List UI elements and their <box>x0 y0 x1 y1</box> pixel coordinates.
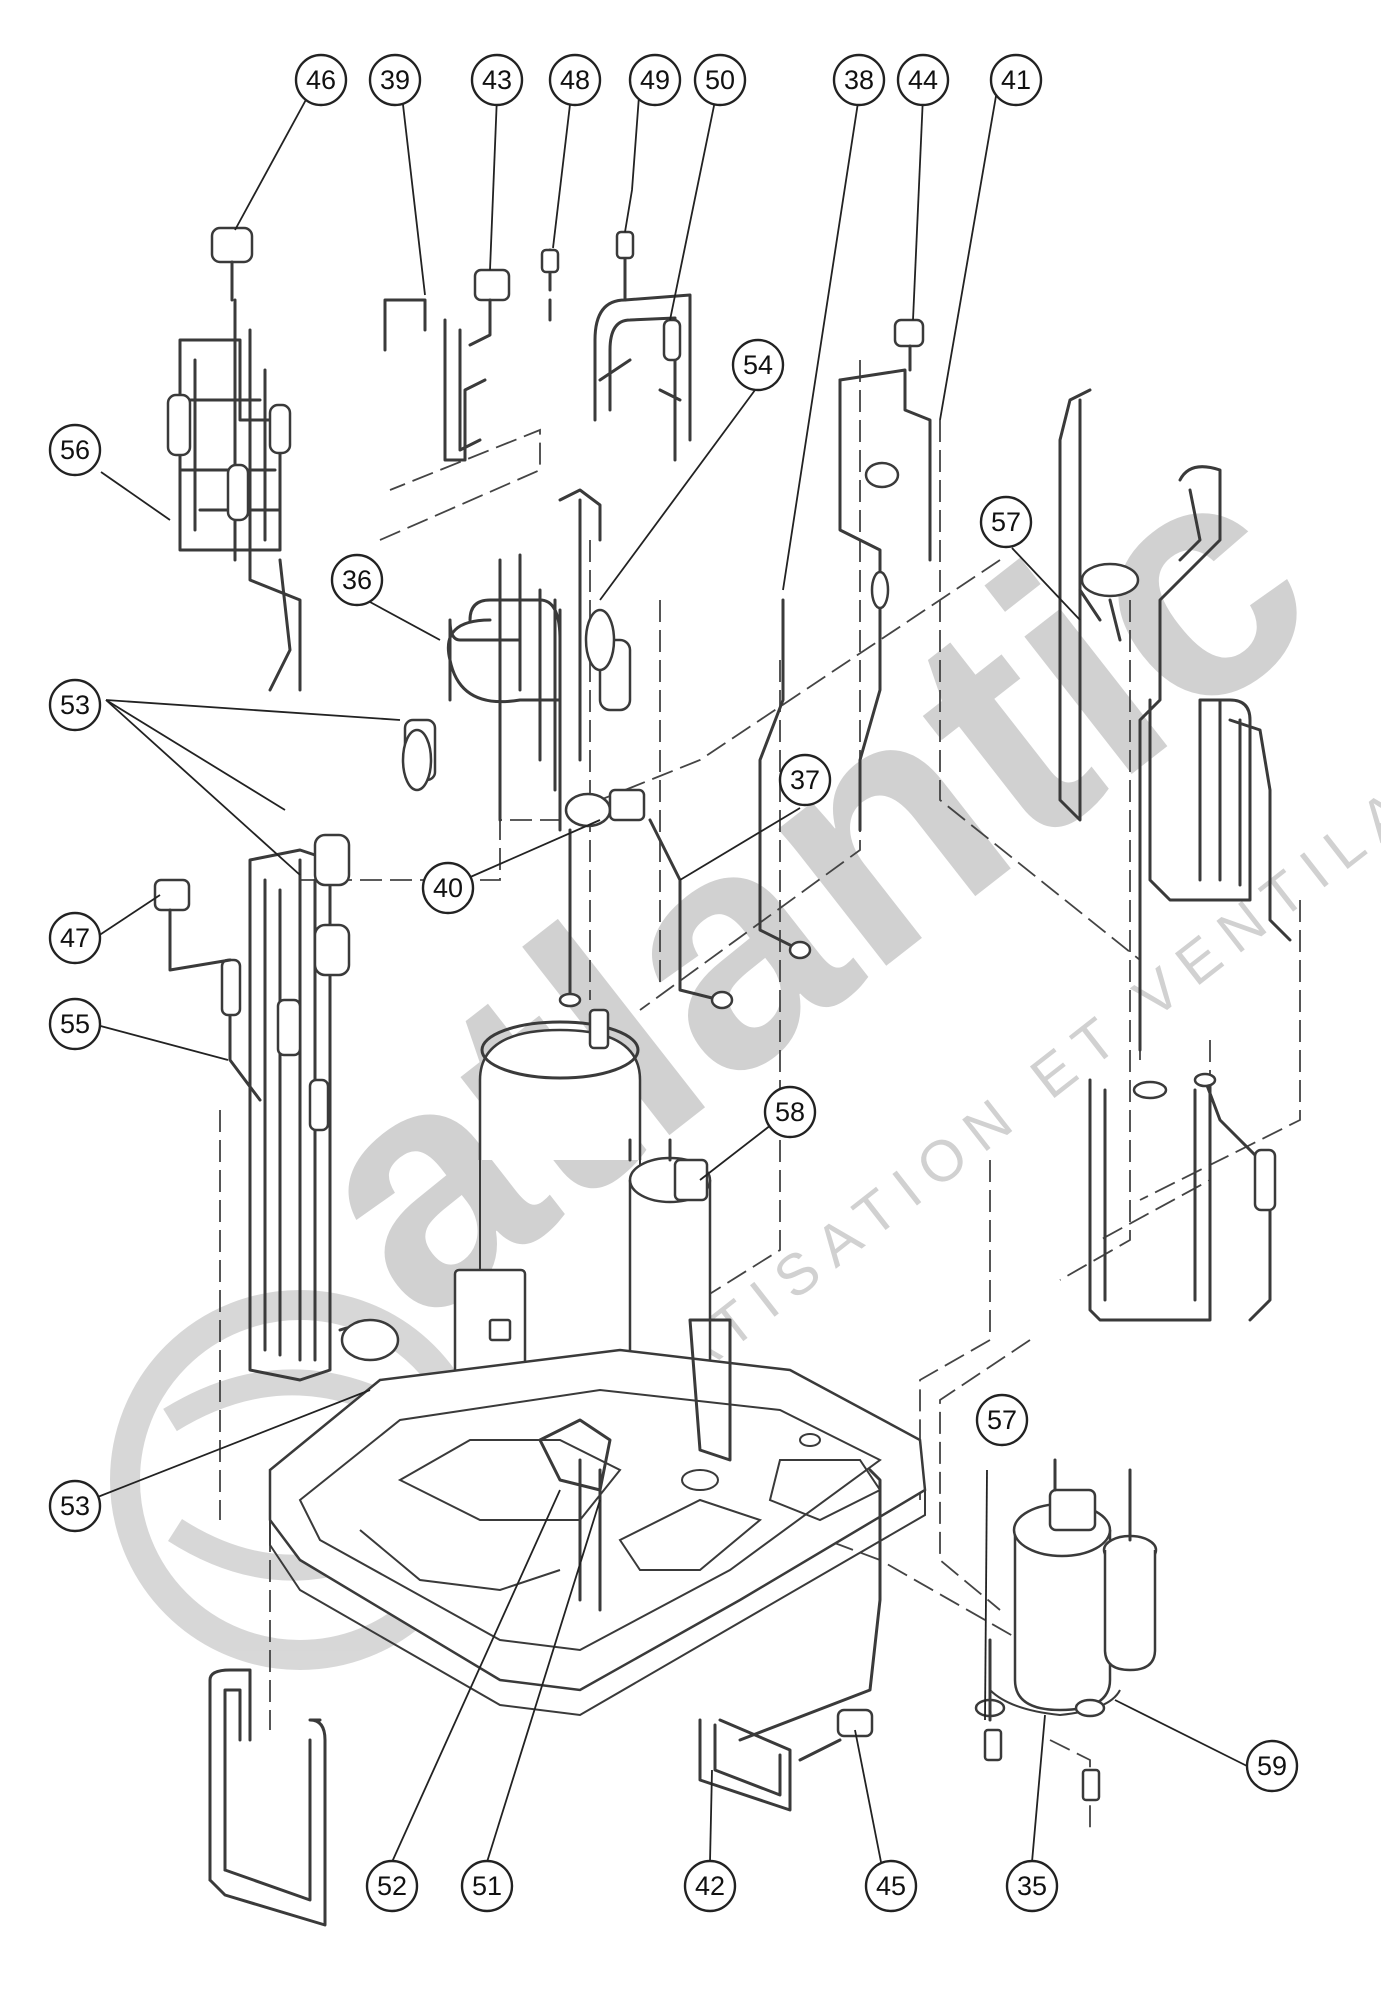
svg-text:48: 48 <box>560 65 590 95</box>
pipe-38 <box>758 598 812 960</box>
pipe-assembly-50 <box>593 293 692 462</box>
svg-text:58: 58 <box>775 1097 805 1127</box>
callouts: 46 39 43 48 49 50 38 44 41 54 56 57 36 5… <box>48 53 1299 1913</box>
callout-47: 47 <box>48 911 102 965</box>
callout-35: 35 <box>1005 1859 1059 1913</box>
accumulator-58 <box>628 1138 712 1402</box>
pipe-37 <box>648 818 734 1010</box>
svg-text:54: 54 <box>743 350 773 380</box>
svg-text:53: 53 <box>60 1491 90 1521</box>
callout-41: 41 <box>989 53 1043 107</box>
callout-57-bottom: 57 <box>975 1393 1029 1447</box>
pipe-clips <box>401 562 1140 792</box>
compressor-35 <box>974 1458 1158 1802</box>
svg-text:49: 49 <box>640 65 670 95</box>
callout-43: 43 <box>470 53 524 107</box>
callout-44: 44 <box>896 53 950 107</box>
svg-text:52: 52 <box>377 1871 407 1901</box>
pipe-assembly-41 <box>838 318 932 832</box>
svg-text:41: 41 <box>1001 65 1031 95</box>
compressor-center <box>453 1008 642 1382</box>
valve-parts-48-49 <box>540 230 635 322</box>
svg-text:40: 40 <box>433 873 463 903</box>
svg-text:45: 45 <box>876 1871 906 1901</box>
callout-42: 42 <box>683 1859 737 1913</box>
callout-48: 48 <box>548 53 602 107</box>
svg-text:57: 57 <box>987 1405 1017 1435</box>
callout-37: 37 <box>778 753 832 807</box>
callout-38: 38 <box>832 53 886 107</box>
callout-58: 58 <box>763 1085 817 1139</box>
pipe-assembly-42 <box>698 1468 882 1812</box>
callout-53-top: 53 <box>48 678 102 732</box>
svg-text:39: 39 <box>380 65 410 95</box>
svg-text:59: 59 <box>1257 1751 1287 1781</box>
svg-text:38: 38 <box>844 65 874 95</box>
svg-text:35: 35 <box>1017 1871 1047 1901</box>
svg-text:50: 50 <box>705 65 735 95</box>
callout-57-top: 57 <box>979 495 1033 549</box>
svg-text:57: 57 <box>991 507 1021 537</box>
callout-56: 56 <box>48 423 102 477</box>
callout-40: 40 <box>421 861 475 915</box>
callout-52: 52 <box>365 1859 419 1913</box>
pipe-assembly-56 <box>166 226 302 692</box>
svg-text:44: 44 <box>908 65 938 95</box>
svg-text:37: 37 <box>790 765 820 795</box>
svg-text:56: 56 <box>60 435 90 465</box>
svg-text:47: 47 <box>60 923 90 953</box>
callout-51: 51 <box>460 1859 514 1913</box>
assembly-guide-lines <box>219 360 1301 1830</box>
callout-53-bottom: 53 <box>48 1479 102 1533</box>
callout-46: 46 <box>294 53 348 107</box>
pipe-assembly-39 <box>383 268 511 462</box>
callout-50: 50 <box>693 53 747 107</box>
callout-59: 59 <box>1245 1739 1299 1793</box>
base-plate <box>268 1318 927 1717</box>
callout-39: 39 <box>368 53 422 107</box>
svg-text:51: 51 <box>472 1871 502 1901</box>
callout-54: 54 <box>731 338 785 392</box>
u-pipe-bottom-left <box>208 1668 327 1927</box>
pipe-assembly-55 <box>153 833 400 1382</box>
svg-text:55: 55 <box>60 1009 90 1039</box>
callout-49: 49 <box>628 53 682 107</box>
leader-lines <box>89 95 1248 1863</box>
callout-36: 36 <box>330 553 384 607</box>
svg-text:42: 42 <box>695 1871 725 1901</box>
pipe-assembly-right <box>1058 388 1292 1322</box>
svg-text:46: 46 <box>306 65 336 95</box>
callout-45: 45 <box>864 1859 918 1913</box>
svg-text:53: 53 <box>60 690 90 720</box>
callout-55: 55 <box>48 997 102 1051</box>
svg-text:43: 43 <box>482 65 512 95</box>
svg-text:36: 36 <box>342 565 372 595</box>
